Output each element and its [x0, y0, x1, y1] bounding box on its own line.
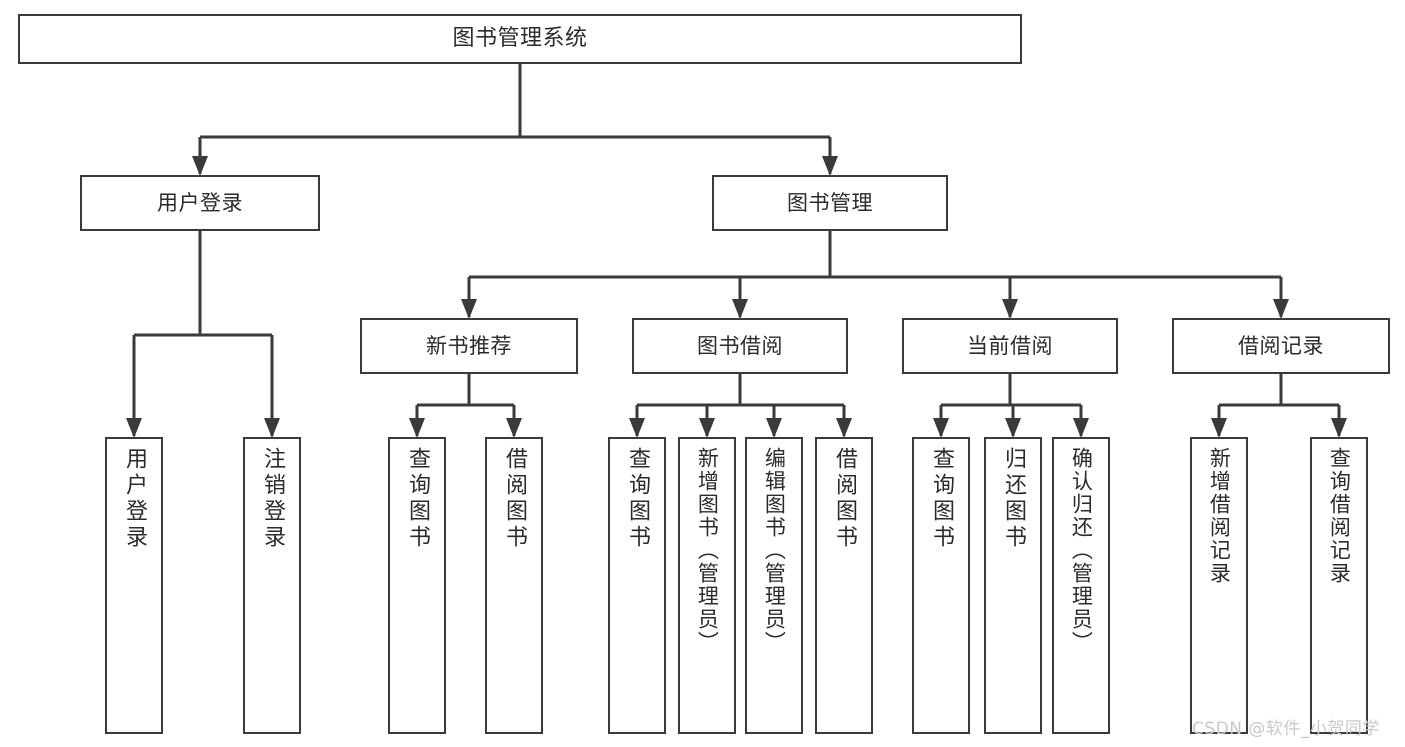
node-leaf-user-login[interactable]: 用户登录	[105, 437, 163, 734]
node-leaf-query-book-2[interactable]: 查询图书	[608, 437, 666, 734]
watermark: CSDN @软件_小贺同学	[1192, 719, 1380, 739]
node-label: 查询图书	[404, 447, 430, 551]
node-label: 新书推荐	[426, 333, 512, 358]
node-leaf-query-record[interactable]: 查询借阅记录	[1310, 437, 1368, 734]
node-leaf-borrow-book-2[interactable]: 借阅图书	[815, 437, 873, 734]
node-leaf-add-record[interactable]: 新增借阅记录	[1190, 437, 1248, 734]
node-label: 用户登录	[157, 190, 243, 215]
node-label: 用户登录	[121, 447, 147, 551]
node-label: 查询图书	[624, 447, 650, 551]
node-label: 当前借阅	[967, 333, 1053, 358]
node-new-book-rec[interactable]: 新书推荐	[360, 318, 578, 374]
node-label: 借阅图书	[501, 447, 527, 551]
node-user-login[interactable]: 用户登录	[80, 175, 320, 231]
node-label: 图书借阅	[697, 333, 783, 358]
node-label: 图书管理系统	[452, 26, 588, 52]
node-leaf-edit-book[interactable]: 编辑图书（管理员）	[745, 437, 803, 734]
node-current-borrow[interactable]: 当前借阅	[902, 318, 1118, 374]
node-leaf-borrow-book-1[interactable]: 借阅图书	[485, 437, 543, 734]
node-label: 查询图书	[928, 447, 954, 551]
node-label: 编辑图书（管理员）	[762, 447, 787, 654]
node-label: 确认归还（管理员）	[1069, 447, 1094, 654]
node-label: 新增借阅记录	[1207, 447, 1232, 585]
node-label: 查询借阅记录	[1327, 447, 1352, 585]
node-label: 归还图书	[1000, 447, 1026, 551]
node-label: 新增图书（管理员）	[695, 447, 720, 654]
node-leaf-add-book[interactable]: 新增图书（管理员）	[678, 437, 736, 734]
node-leaf-query-book-1[interactable]: 查询图书	[388, 437, 446, 734]
node-borrow-record[interactable]: 借阅记录	[1172, 318, 1390, 374]
node-leaf-query-book-3[interactable]: 查询图书	[912, 437, 970, 734]
node-root[interactable]: 图书管理系统	[18, 14, 1022, 64]
node-label: 借阅记录	[1238, 333, 1324, 358]
node-label: 注销登录	[259, 447, 285, 551]
node-book-borrow[interactable]: 图书借阅	[632, 318, 848, 374]
node-leaf-return-book[interactable]: 归还图书	[984, 437, 1042, 734]
node-label: 图书管理	[787, 190, 873, 215]
node-book-manage[interactable]: 图书管理	[712, 175, 948, 231]
node-leaf-confirm-return[interactable]: 确认归还（管理员）	[1052, 437, 1110, 734]
node-label: 借阅图书	[831, 447, 857, 551]
node-leaf-logout[interactable]: 注销登录	[243, 437, 301, 734]
